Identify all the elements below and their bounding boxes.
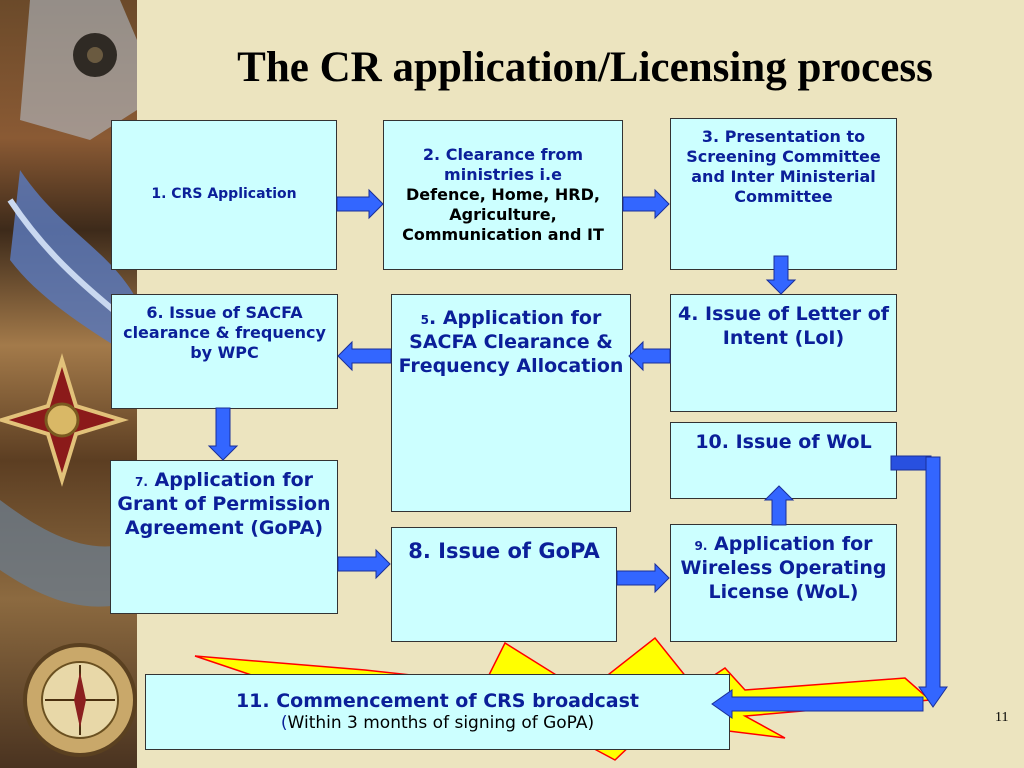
step-6-box: 6. Issue of SACFA clearance & frequency … bbox=[111, 294, 338, 409]
arrow-1-to-2 bbox=[336, 188, 384, 220]
arrow-3-to-4 bbox=[765, 255, 797, 295]
step-3-label: 3. Presentation to Screening Committee a… bbox=[686, 127, 881, 206]
step-4-label: 4. Issue of Letter of Intent (LoI) bbox=[677, 303, 890, 349]
step-2-ministries: Defence, Home, HRD, Agriculture, Communi… bbox=[402, 185, 604, 244]
step-2-label: 2. Clearance from ministries i.e bbox=[422, 145, 584, 184]
page-title: The CR application/Licensing process bbox=[237, 44, 933, 91]
step-7-label: 7. Application for Grant of Permission A… bbox=[117, 469, 331, 539]
step-10-label: 10. Issue of WoL bbox=[695, 431, 872, 453]
step-11-note: (Within 3 months of signing of GoPA) bbox=[280, 713, 595, 734]
step-1-label: 1. CRS Application bbox=[151, 186, 297, 203]
step-11-label: 11. Commencement of CRS broadcast bbox=[235, 689, 640, 712]
step-11-box: 11. Commencement of CRS broadcast (Withi… bbox=[145, 674, 730, 750]
arrow-2-to-3 bbox=[622, 188, 670, 220]
step-6-label: 6. Issue of SACFA clearance & frequency … bbox=[123, 303, 326, 362]
step-9-label: 9. Application for Wireless Operating Li… bbox=[680, 533, 887, 603]
step-5-label: 5. Application for SACFA Clearance & Fre… bbox=[398, 307, 624, 377]
step-7-box: 7. Application for Grant of Permission A… bbox=[110, 460, 338, 614]
step-2-box: 2. Clearance from ministries i.e Defence… bbox=[383, 120, 623, 270]
arrow-8-to-9 bbox=[616, 562, 670, 594]
step-3-box: 3. Presentation to Screening Committee a… bbox=[670, 118, 897, 270]
step-10-box: 10. Issue of WoL bbox=[670, 422, 897, 499]
step-1-box: 1. CRS Application bbox=[111, 120, 337, 270]
step-8-box: 8. Issue of GoPA bbox=[391, 527, 617, 642]
step-8-label: 8. Issue of GoPA bbox=[408, 539, 600, 563]
arrow-10-down-connector bbox=[890, 455, 948, 708]
arrow-4-to-5 bbox=[628, 340, 671, 372]
page-number: 11 bbox=[995, 710, 1009, 725]
step-9-box: 9. Application for Wireless Operating Li… bbox=[670, 524, 897, 642]
step-4-box: 4. Issue of Letter of Intent (LoI) bbox=[670, 294, 897, 412]
arrow-6-to-7 bbox=[207, 407, 239, 461]
arrow-9-to-10 bbox=[763, 485, 795, 526]
medal-collage-image bbox=[0, 0, 137, 757]
arrow-7-to-8 bbox=[337, 548, 391, 580]
arrow-5-to-6 bbox=[337, 340, 392, 372]
arrow-to-11 bbox=[711, 689, 924, 719]
step-5-box: 5. Application for SACFA Clearance & Fre… bbox=[391, 294, 631, 512]
